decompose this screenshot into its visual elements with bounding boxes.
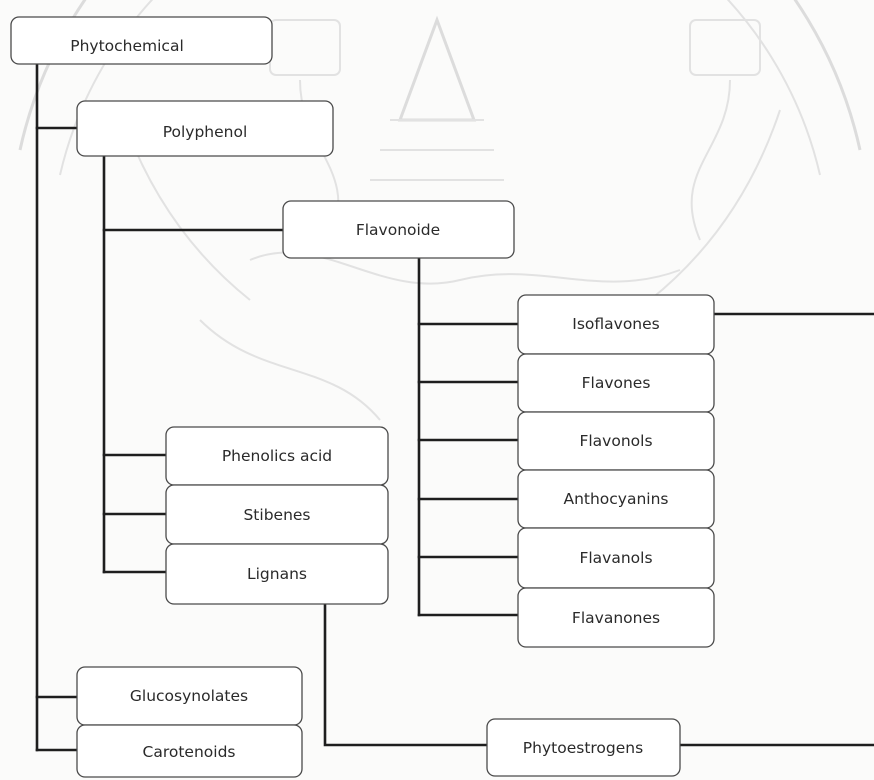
node-stibenes: Stibenes xyxy=(165,484,389,545)
node-label-lignans: Lignans xyxy=(247,565,307,583)
node-label-anthocyanins: Anthocyanins xyxy=(563,490,668,508)
node-flavonols: Flavonols xyxy=(517,411,715,471)
node-phytochemical: Phytochemical xyxy=(10,16,273,65)
node-flavones: Flavones xyxy=(517,353,715,413)
node-isoflavones: Isoflavones xyxy=(517,294,715,355)
node-label-carotenoids: Carotenoids xyxy=(143,743,236,761)
node-phytoestrogens: Phytoestrogens xyxy=(486,718,681,777)
node-label-flavanols: Flavanols xyxy=(579,549,652,567)
node-label-flavanones: Flavanones xyxy=(572,609,660,627)
node-flavanones: Flavanones xyxy=(517,587,715,648)
node-label-flavonols: Flavonols xyxy=(579,432,652,450)
node-polyphenol: Polyphenol xyxy=(76,100,334,157)
node-label-glucosynolates: Glucosynolates xyxy=(130,687,248,705)
node-label-phytochemical: Phytochemical xyxy=(70,37,184,55)
node-label-isoflavones: Isoflavones xyxy=(572,315,659,333)
node-label-flavonoide: Flavonoide xyxy=(356,221,440,239)
node-label-flavones: Flavones xyxy=(582,374,651,392)
node-glucosynolates: Glucosynolates xyxy=(76,666,303,726)
node-carotenoids: Carotenoids xyxy=(76,724,303,778)
node-label-stibenes: Stibenes xyxy=(243,506,310,524)
node-label-polyphenol: Polyphenol xyxy=(163,123,248,141)
node-flavonoide: Flavonoide xyxy=(282,200,515,259)
connector-lignans-to-phytoestrogens xyxy=(323,602,489,747)
node-label-phytoestrogens: Phytoestrogens xyxy=(523,739,643,757)
node-lignans: Lignans xyxy=(165,543,389,605)
connector-lines xyxy=(35,62,874,752)
node-label-phenolics-acid: Phenolics acid xyxy=(222,447,332,465)
node-anthocyanins: Anthocyanins xyxy=(517,469,715,529)
node-flavanols: Flavanols xyxy=(517,527,715,589)
node-phenolics-acid: Phenolics acid xyxy=(165,426,389,486)
